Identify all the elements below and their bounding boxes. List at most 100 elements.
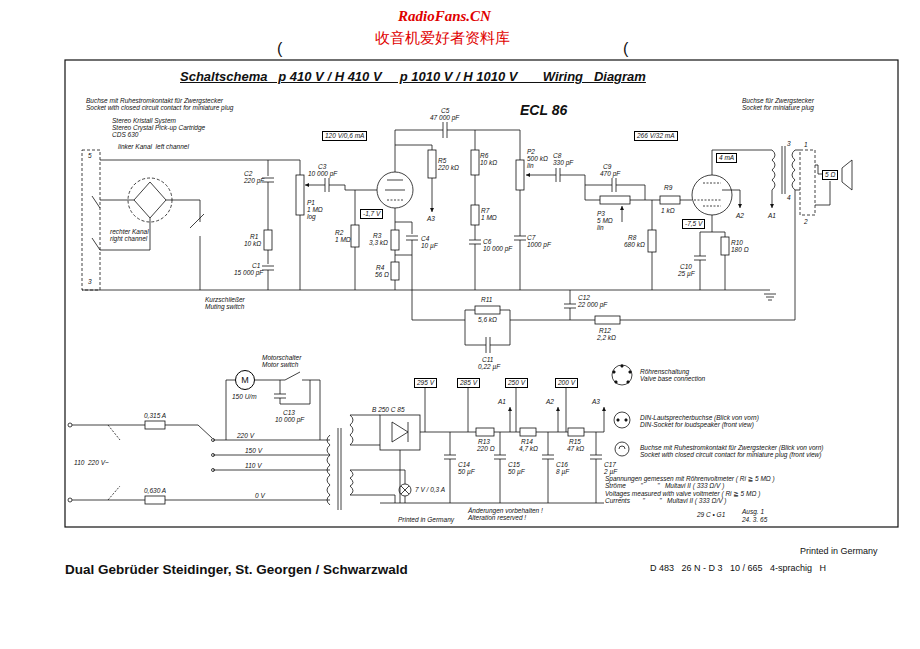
schematic-drawing <box>399 484 411 496</box>
part-label: 24. 3. 65 <box>742 516 767 523</box>
part-label: Stereo Kristall System <box>112 117 176 124</box>
footer-text: D 483 26 N - D 3 10 / 665 4-sprachig H <box>650 563 826 574</box>
part-label: A2 <box>736 212 744 219</box>
schematic-drawing <box>629 371 631 373</box>
part-label: 47 000 pF <box>430 114 459 121</box>
part-label: lin <box>597 224 604 231</box>
part-label: DIN-Lautsprecherbuchse (Blick von vorn) <box>640 414 759 421</box>
part-label: R6 <box>480 152 488 159</box>
part-label: 10 µF <box>421 242 438 249</box>
part-label: Muting switch <box>205 303 244 310</box>
schematic-drawing <box>350 470 353 495</box>
part-label: R2 <box>335 229 343 236</box>
part-label: Motor switch <box>262 361 298 368</box>
part-label: A1 <box>768 212 776 219</box>
part-label: 15 000 pF <box>234 269 263 276</box>
schematic-drawing <box>212 439 215 442</box>
part-label: C5 <box>441 107 449 114</box>
part-label: Buchse mit Ruhestromkontakt für Zwergste… <box>640 444 824 451</box>
part-label: 1000 pF <box>527 241 551 248</box>
part-label: 10 kΩ <box>244 240 261 247</box>
schematic-drawing <box>444 432 456 503</box>
part-label: P2 <box>527 148 535 155</box>
part-label: CDS 630 <box>112 131 138 138</box>
schematic-drawing <box>296 175 304 215</box>
schematic-drawing <box>395 222 465 320</box>
schematic-drawing <box>145 496 165 504</box>
part-label: R14 <box>521 438 533 445</box>
part-label: R11 <box>481 296 492 303</box>
part-label: A3 <box>427 215 435 222</box>
part-label: Spannungen gemessen mit Röhrenvoltmeter … <box>605 475 775 482</box>
part-label: 220 Ω <box>477 445 495 452</box>
part-label: Röhrenschaltung <box>640 368 689 375</box>
part-label: 150 V <box>245 447 262 454</box>
schematic-drawing <box>108 425 120 500</box>
value-box: 200 V <box>555 378 578 388</box>
schematic-drawing <box>380 450 604 503</box>
schematic-drawing <box>443 122 520 160</box>
part-label: ( <box>623 40 628 58</box>
schematic-drawing <box>350 415 353 445</box>
schematic-drawing <box>619 446 625 449</box>
part-label: ECL 86 <box>520 102 567 118</box>
part-label: Ströme " " Multavi II ( 333 Ω/V ) <box>605 482 724 489</box>
schematic-drawing <box>564 290 576 320</box>
schematic-drawing <box>68 423 72 427</box>
schematic-drawing <box>469 130 481 290</box>
schematic-drawing <box>510 407 511 432</box>
part-label: R9 <box>664 184 672 191</box>
schematic-drawing <box>615 442 629 456</box>
schematic-drawing <box>134 182 166 218</box>
node-text: 200 V <box>558 379 575 387</box>
schematic-drawing <box>380 415 420 450</box>
part-label: C8 <box>553 152 561 159</box>
part-label: C14 <box>458 461 470 468</box>
part-label: 8 µF <box>556 468 569 475</box>
schematic-drawing <box>351 225 359 247</box>
part-label: Alteration reserved ! <box>468 514 526 521</box>
part-label: 180 Ω <box>731 246 749 253</box>
part-label: Printed in Germany <box>398 516 454 523</box>
watermark: 收音机爱好者资料库 <box>375 30 510 47</box>
part-label: Valve base connection <box>640 375 705 382</box>
part-label: 4,7 kΩ <box>519 445 538 452</box>
node-text: -1,7 V <box>363 210 380 218</box>
part-label: 5,6 kΩ <box>478 316 497 323</box>
part-label: 3,3 kΩ <box>369 239 388 246</box>
schematic-drawing <box>604 407 605 432</box>
value-box: 266 V/32 mA <box>634 131 678 141</box>
schematic-drawing <box>721 237 729 255</box>
part-label: 29 C • G1 <box>697 511 725 518</box>
part-label: 0,315 A <box>144 412 166 419</box>
part-label: P1 <box>307 199 315 206</box>
part-label: Änderungen vorbehalten ! <box>468 507 543 514</box>
schematic-drawing <box>355 190 356 290</box>
part-label: DIN-Socket for loudspeaker (front view) <box>640 421 754 428</box>
part-label: 2,2 kΩ <box>597 334 616 341</box>
part-label: C10 <box>680 263 692 270</box>
schematic-drawing <box>648 230 656 252</box>
schematic-drawing <box>471 150 479 175</box>
part-label: C3 <box>318 163 326 170</box>
schematic-drawing <box>392 422 408 442</box>
schematic-drawing <box>391 262 399 280</box>
part-label: C7 <box>527 234 535 241</box>
schematic-drawing <box>556 168 645 200</box>
schematic-drawing <box>420 432 604 433</box>
schematic-drawing <box>792 150 795 190</box>
schematic-drawing <box>314 178 377 192</box>
schematic-drawing <box>782 146 785 194</box>
schematic-drawing <box>471 205 479 225</box>
footer-text: Printed in Germany <box>800 546 878 557</box>
value-box: 4 mA <box>716 153 737 163</box>
schematic-drawing <box>800 150 815 215</box>
part-label: 4 <box>787 194 791 201</box>
node-text: 250 V <box>508 379 525 387</box>
node-text: M <box>241 376 249 384</box>
part-label: 0 V <box>255 492 265 499</box>
schematic-drawing <box>387 200 403 201</box>
schematic-drawing <box>526 175 556 176</box>
part-label: R3 <box>373 232 381 239</box>
schematic-drawing <box>692 175 732 215</box>
